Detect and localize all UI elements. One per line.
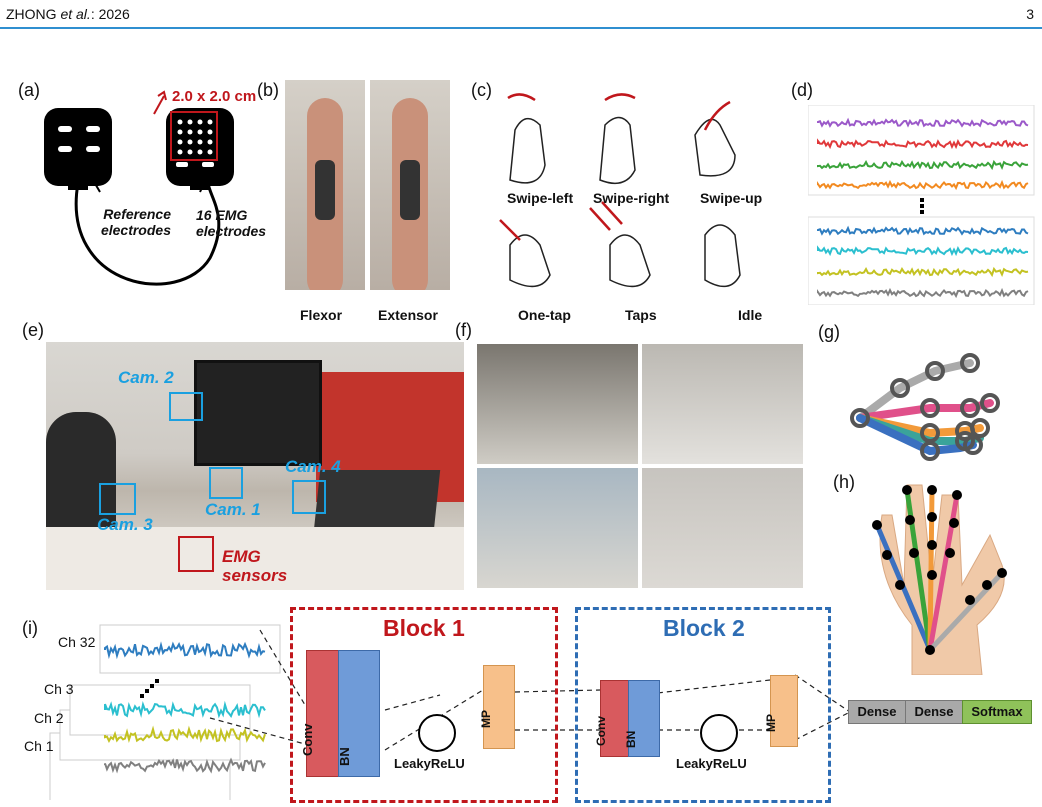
reference-line1: Reference — [86, 206, 171, 222]
flexor-label: Flexor — [300, 307, 342, 323]
panel-label-g: (g) — [818, 322, 840, 343]
panel-label-c: (c) — [471, 80, 492, 101]
cam3-label: Cam. 3 — [97, 515, 153, 535]
block1-mp-label: MP — [479, 710, 493, 728]
header-rule — [0, 27, 1042, 29]
emg-trace-bottom-0 — [818, 228, 1028, 234]
emg-trace-top-2 — [818, 162, 1028, 168]
emg-electrodes-label: 16 EMG electrodes — [196, 207, 266, 239]
cam4-label: Cam. 4 — [285, 457, 341, 477]
extensor-photo — [370, 80, 450, 290]
block1-title: Block 1 — [383, 615, 465, 642]
camera-view-1 — [477, 344, 638, 464]
block2-bn-label: BN — [624, 731, 638, 748]
gesture-swipe-right-label: Swipe-right — [593, 190, 669, 206]
gesture-one-tap-label: One-tap — [518, 307, 571, 323]
emg-sensors-line1: EMG — [222, 547, 287, 566]
block1-bn-label: BN — [337, 747, 352, 766]
hand-skeleton-3d — [845, 333, 1015, 463]
emg-line1: 16 EMG — [196, 207, 266, 223]
gesture-taps-label: Taps — [625, 307, 657, 323]
dense-layer-2: Dense — [905, 700, 963, 724]
emg-signal-traces — [808, 105, 1038, 305]
header-authors: ZHONG — [6, 6, 57, 22]
block1-leakyrelu-icon — [418, 714, 456, 752]
cam4-box — [292, 480, 326, 514]
panel-label-b: (b) — [257, 80, 279, 101]
panel-label-f: (f) — [455, 320, 472, 341]
emg-sensors-label: EMG sensors — [222, 547, 287, 585]
emg-trace-top-1 — [818, 141, 1028, 147]
cam2-label: Cam. 2 — [118, 368, 174, 388]
cam1-box — [209, 467, 243, 499]
block2-bn-layer: BN — [628, 680, 660, 757]
block1-activation-label: LeakyReLU — [394, 756, 465, 771]
panel-label-h: (h) — [833, 472, 855, 493]
emg-trace-bottom-2 — [818, 269, 1028, 275]
panel-label-d: (d) — [791, 80, 813, 101]
camera-view-4 — [642, 468, 803, 588]
block2-conv-label: Conv — [594, 716, 608, 746]
emg-trace-bottom-3 — [818, 290, 1028, 296]
emg-trace-top-3 — [818, 182, 1028, 188]
emg-trace-bottom-1 — [818, 248, 1028, 254]
block1-conv-layer: Conv — [306, 650, 340, 777]
block2-activation-label: LeakyReLU — [676, 756, 747, 771]
block2-leakyrelu-icon — [700, 714, 738, 752]
block1-maxpool-layer: MP — [483, 665, 515, 749]
gesture-swipe-left-label: Swipe-left — [507, 190, 573, 206]
gesture-idle-label: Idle — [738, 307, 762, 323]
extensor-label: Extensor — [378, 307, 438, 323]
cam2-box — [169, 392, 203, 421]
block1-bn-layer: BN — [338, 650, 380, 777]
header-etal: et al. — [57, 6, 91, 22]
block2-mp-label: MP — [764, 714, 778, 732]
running-header: ZHONG et al.: 2026 — [6, 6, 130, 22]
camera-view-2 — [642, 344, 803, 464]
block2-maxpool-layer: MP — [770, 675, 798, 747]
emg-sensors-line2: sensors — [222, 566, 287, 585]
dense-layer-1: Dense — [848, 700, 906, 724]
gesture-swipe-up-label: Swipe-up — [700, 190, 762, 206]
cam3-box — [99, 483, 136, 515]
block1-conv-label: Conv — [300, 724, 315, 757]
cam1-label: Cam. 1 — [205, 500, 261, 520]
reference-electrodes-label: Reference electrodes — [86, 206, 171, 238]
emg-sensor-box — [178, 536, 214, 572]
emg-trace-top-0 — [818, 120, 1028, 126]
emg-line2: electrodes — [196, 223, 266, 239]
panel-label-e: (e) — [22, 320, 44, 341]
softmax-layer: Softmax — [962, 700, 1032, 724]
page-number: 3 — [1026, 6, 1034, 22]
reference-line2: electrodes — [86, 222, 171, 238]
block2-title: Block 2 — [663, 615, 745, 642]
electrode-size-label: 2.0 x 2.0 cm — [172, 88, 256, 105]
camera-view-3 — [477, 468, 638, 588]
header-year: : 2026 — [91, 6, 130, 22]
flexor-photo — [285, 80, 365, 290]
